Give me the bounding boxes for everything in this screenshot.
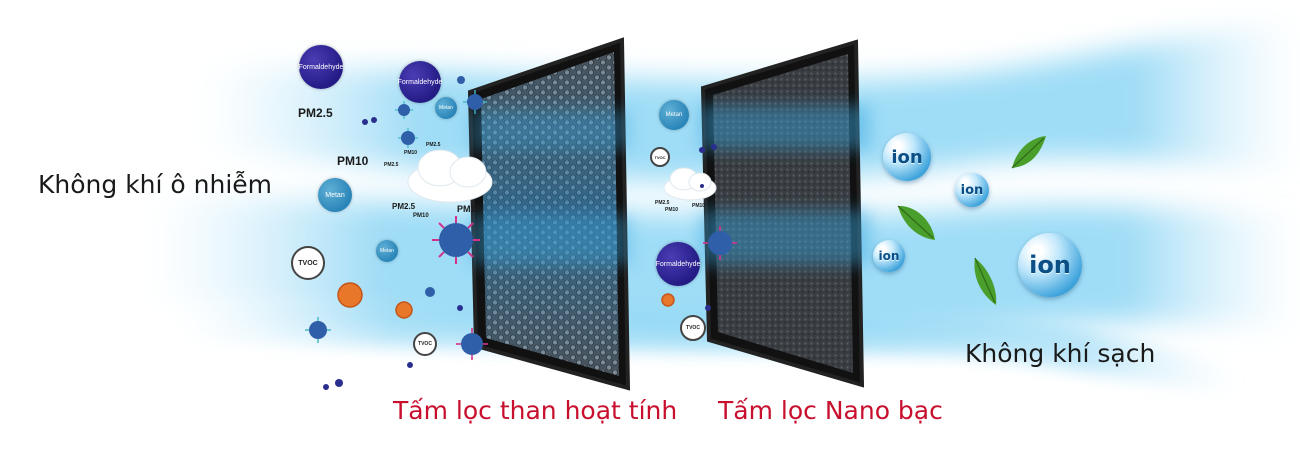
bacteria-icon	[337, 282, 675, 319]
activated-carbon-filter-label: Tấm lọc than hoạt tính	[393, 396, 678, 425]
cloud-icon	[407, 149, 493, 203]
pm25-tag: PM2.5	[392, 202, 416, 211]
metan-bubble: Metan	[318, 178, 352, 212]
pm25-tag: PM2.5	[298, 106, 333, 120]
tvoc-label: TVOC	[654, 154, 666, 160]
nano-silver-filter-label: Tấm lọc Nano bạc	[718, 396, 943, 425]
metan-bubble: Metan	[659, 100, 689, 130]
tvoc-bubble: TVOC	[413, 332, 437, 356]
metan-bubble: Metan	[376, 240, 398, 262]
clean-air-label: Không khí sạch	[965, 339, 1156, 368]
formaldehyde-label: Formaldehyde	[298, 63, 344, 71]
formaldehyde-bubble: Formaldehyde	[656, 242, 700, 286]
tvoc-bubble: TVOC	[291, 246, 325, 280]
metan-label: Metan	[380, 248, 394, 254]
tvoc-bubble: TVOC	[680, 315, 706, 341]
ion-bubble-icon: ion	[1018, 233, 1082, 297]
activated-carbon-filter	[467, 37, 631, 391]
metan-label: Metan	[439, 105, 453, 111]
formaldehyde-label: Formaldehyde	[655, 260, 701, 268]
pm10-tag: PM10	[404, 150, 418, 156]
polluted-air-label: Không khí ô nhiễm	[38, 170, 273, 199]
formaldehyde-label: Formaldehyde	[397, 78, 443, 86]
particle-dots	[323, 117, 717, 390]
ion-bubble-icon: ion	[955, 173, 989, 207]
metan-bubble: Metan	[435, 97, 457, 119]
tvoc-label: TVOC	[418, 341, 432, 347]
virus-icon	[305, 76, 737, 360]
ion-label: ion	[960, 182, 984, 198]
ion-bubble-icon: ion	[873, 240, 905, 272]
cloud-icon	[663, 167, 717, 201]
leaf-icon	[897, 136, 1046, 305]
tvoc-label: TVOC	[298, 259, 318, 267]
tvoc-label: TVOC	[686, 325, 700, 331]
pm10-tag: PM10	[692, 203, 706, 209]
ion-label: ion	[1029, 251, 1071, 279]
metan-label: Metan	[325, 191, 345, 199]
ion-label: ion	[891, 146, 923, 168]
formaldehyde-bubble: Formaldehyde	[397, 61, 443, 103]
pm10-tag: PM10	[413, 213, 429, 219]
formaldehyde-bubble: Formaldehyde	[299, 45, 343, 89]
pm25-tag: PM2.5	[426, 142, 441, 148]
pm25-tag: PM2.5	[655, 200, 670, 206]
ion-bubble-icon: ion	[883, 133, 931, 181]
ion-label: ion	[878, 249, 900, 263]
pm10-tag: PM10	[457, 204, 481, 214]
nano-silver-filter	[700, 39, 870, 388]
pm25-tag: PM2.5	[384, 162, 399, 168]
pm10-tag: PM10	[665, 207, 679, 213]
metan-label: Metan	[665, 112, 683, 118]
pm10-tag: PM10	[337, 154, 369, 168]
tvoc-bubble: TVOC	[650, 147, 670, 167]
